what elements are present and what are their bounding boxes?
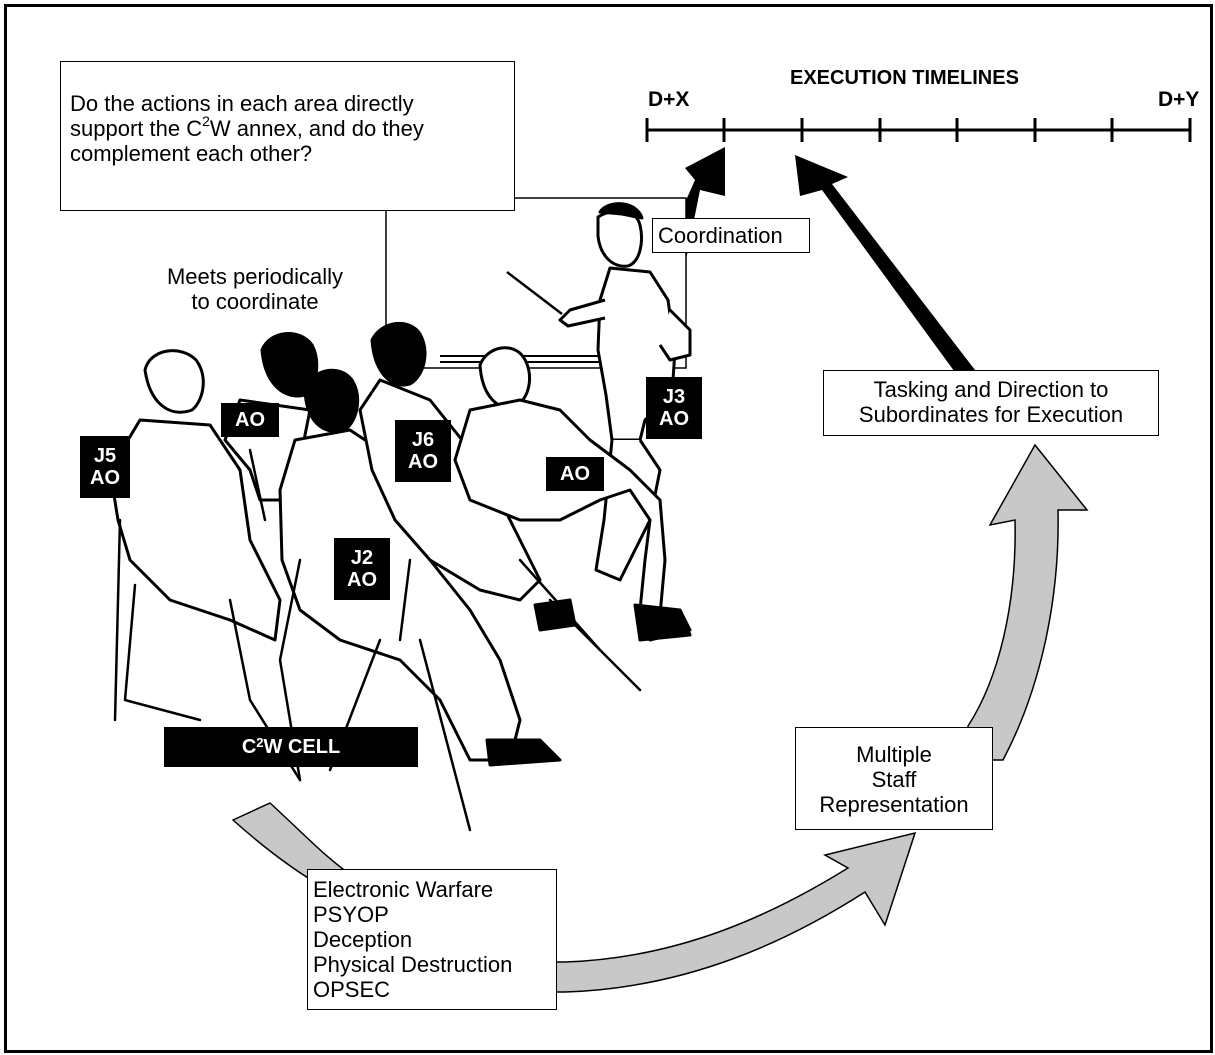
grey-arrow-to-staff [554, 831, 917, 993]
area-item: Deception [313, 927, 413, 952]
staff-representation-box: Multiple Staff Representation [795, 727, 993, 830]
c2w-areas-box: Electronic Warfare PSYOP Deception Physi… [307, 869, 557, 1010]
question-line-1: Do the actions in each area directly [70, 91, 414, 116]
question-line-2: support the C2W annex, and do they [70, 112, 424, 141]
question-box: Do the actions in each area directly sup… [60, 61, 515, 211]
timeline-title: EXECUTION TIMELINES [790, 67, 1019, 89]
meets-periodically-label: Meets periodically to coordinate [166, 264, 344, 314]
timeline-end-label: D+Y [1158, 88, 1200, 111]
seated-officers [108, 321, 692, 832]
timeline-axis [645, 118, 1192, 142]
timeline-start-label: D+X [648, 88, 690, 111]
diagram-frame [4, 4, 1213, 1053]
tag-ao-right: AO [546, 457, 604, 491]
tag-ao-left: AO [221, 403, 279, 437]
area-item: PSYOP [313, 902, 389, 927]
area-item: OPSEC [313, 977, 391, 1002]
area-item: Physical Destruction [313, 952, 513, 977]
grey-arrow-to-tasking [967, 443, 1089, 761]
coordination-label: Coordination [652, 218, 810, 253]
tasking-box: Tasking and Direction to Subordinates fo… [823, 370, 1159, 436]
question-line-3: complement each other? [70, 141, 313, 166]
tasking-arrow [795, 155, 975, 375]
area-item: Electronic Warfare [313, 877, 494, 902]
